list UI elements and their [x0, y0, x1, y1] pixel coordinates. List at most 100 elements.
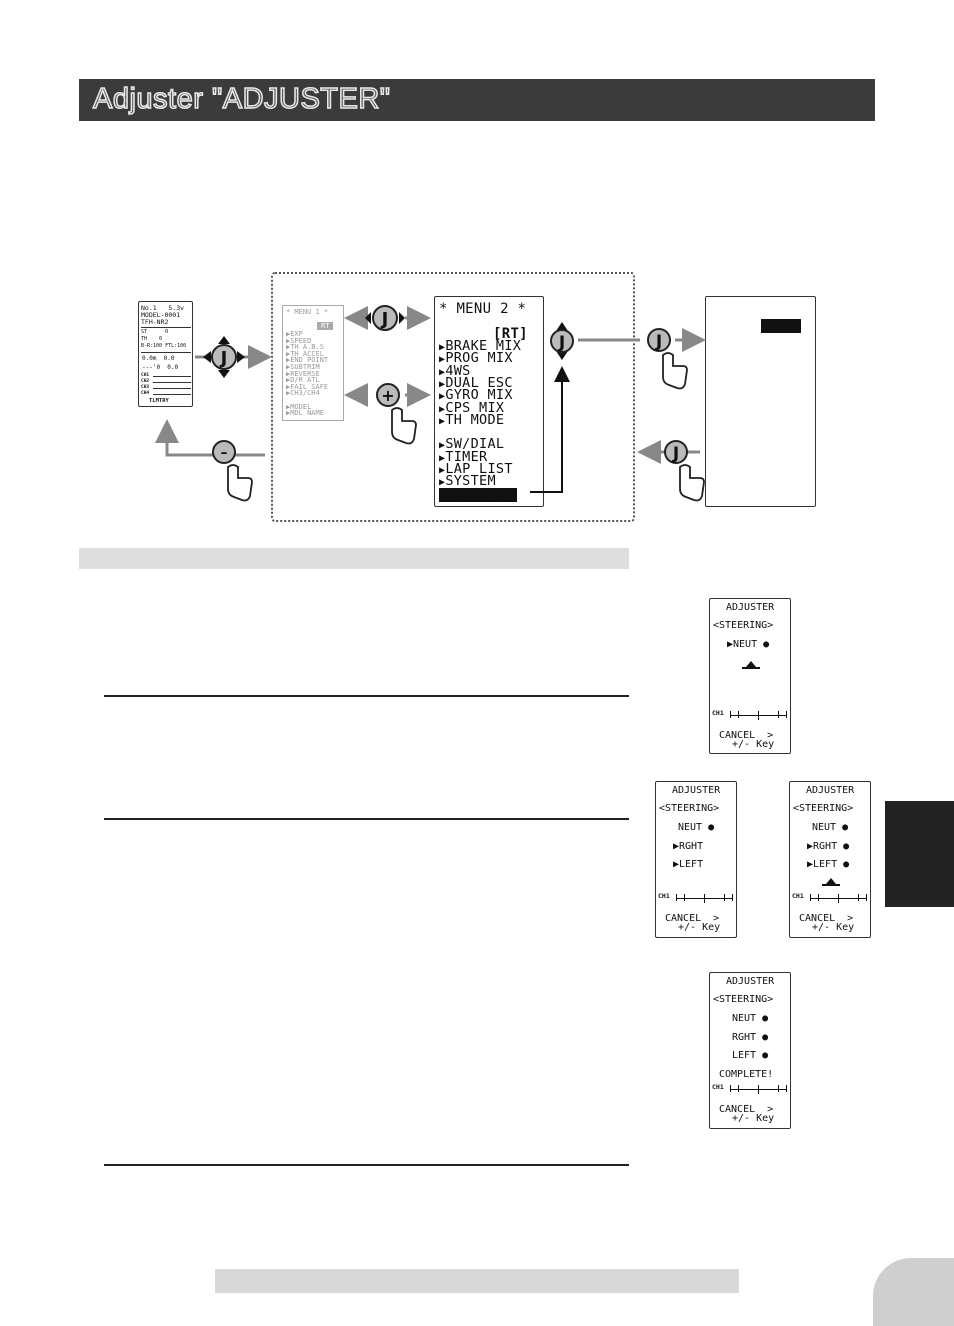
- channel-label: CH1: [792, 892, 804, 900]
- menu2-item[interactable]: ▶LAP LIST: [439, 461, 513, 477]
- adjuster-start-screen: [705, 296, 816, 507]
- page-number-tab: [873, 1258, 954, 1326]
- jog-label: J: [655, 332, 662, 352]
- menu1-item[interactable]: ▶TH ACCEL: [286, 349, 324, 358]
- triangle-icon: ▶: [439, 378, 446, 390]
- menu1-item[interactable]: ▶FAIL SAFE: [286, 382, 329, 391]
- screen-row: NEUT ●: [732, 1013, 769, 1024]
- menu1-item[interactable]: ▶TH A.B.S: [286, 343, 324, 352]
- jog-label: J: [558, 333, 565, 353]
- triangle-icon: ▶: [439, 477, 446, 489]
- menu2-item[interactable]: ▶SYSTEM: [439, 473, 496, 490]
- screen-row: LEFT ●: [732, 1050, 769, 1061]
- menu2-item[interactable]: ▶TH MODE: [439, 411, 505, 428]
- home-line: MODEL-0001: [141, 311, 181, 319]
- triangle-icon: ▶: [439, 391, 446, 403]
- home-line: No.1 5.3v: [141, 304, 185, 312]
- flow-diagram: J J + – J J J: [155, 305, 706, 502]
- position-marker-icon: [746, 661, 756, 667]
- menu1-title: * MENU 1 *: [286, 308, 329, 316]
- hand-icon: [662, 352, 688, 390]
- title-bar: Adjuster "ADJUSTER": [79, 79, 875, 121]
- screen-row: NEUT ●: [678, 822, 715, 833]
- footer-strip: [215, 1269, 739, 1293]
- screen-title: ADJUSTER: [672, 785, 721, 796]
- menu1-item[interactable]: ▶SPEED: [286, 336, 312, 345]
- home-line: ---'0 0.0: [142, 364, 179, 371]
- menu2-item[interactable]: ▶TIMER: [439, 448, 488, 465]
- jog-button-icon: [550, 329, 574, 353]
- menu2-item[interactable]: ▶4WS: [439, 362, 471, 379]
- menu1-item[interactable]: ▶SUBTRIM: [286, 363, 320, 371]
- cancel-label: CANCEL >: [719, 730, 774, 741]
- menu2-item[interactable]: ▶CPS MIX: [439, 399, 505, 416]
- triangle-icon: ▶: [439, 440, 446, 452]
- triangle-icon: ▶: [439, 465, 446, 476]
- cancel-label: CANCEL >: [665, 913, 720, 924]
- screen-row: ▶LEFT ●: [807, 859, 850, 870]
- triangle-icon: ▶: [439, 366, 446, 378]
- key-label: +/- Key: [732, 1113, 775, 1124]
- menu1-item[interactable]: ▶REVERSE: [286, 369, 320, 378]
- plus-button-icon: [376, 383, 400, 407]
- home-line: TFH-NR2: [141, 318, 169, 326]
- home-screen: No.1 5.3v MODEL-0001 TFH-NR2 ST 0 TH 0 B…: [138, 301, 193, 407]
- menu2-screen: * MENU 2 * [RT] ▶BRAKE MIX▶PROG MIX▶4WS▶…: [434, 296, 544, 507]
- menu2-item[interactable]: ▶ADJUSTER: [439, 487, 517, 502]
- menu1-screen: * MENU 1 * RT ▶EXP▶SPEED▶TH A.B.S▶TH ACC…: [282, 305, 344, 421]
- triangle-icon: ▶: [286, 343, 291, 352]
- menu1-item[interactable]: ▶CH3/CH4: [286, 389, 320, 398]
- chapter-tab: [885, 801, 954, 907]
- hand-icon: [391, 407, 417, 445]
- menu2-item[interactable]: ▶DUAL ESC: [439, 374, 513, 391]
- triangle-icon: ▶: [439, 489, 446, 501]
- triangle-icon: ▶: [439, 452, 446, 464]
- triangle-icon: ▶: [286, 369, 291, 378]
- jog-button-icon: [372, 305, 398, 331]
- menu2-item[interactable]: ▶GYRO MIX: [439, 387, 513, 404]
- menu1-rt: RT: [317, 322, 334, 330]
- home-line: CH2: [141, 379, 150, 384]
- menu1-item[interactable]: ▶MDL NAME: [286, 409, 324, 418]
- key-label: +/- Key: [812, 922, 855, 933]
- adjuster-screen-set: ADJUSTER<STEERING>NEUT ●▶RGHT ●▶LEFT ●CH…: [789, 781, 871, 938]
- triangle-icon: ▶: [286, 389, 291, 398]
- triangle-icon: ▶: [286, 363, 291, 371]
- menu1-item[interactable]: ▶END POINT: [286, 356, 329, 365]
- triangle-icon: ▶: [286, 336, 291, 345]
- screen-title: ADJUSTER: [806, 785, 855, 796]
- screen-row: ▶LEFT: [673, 859, 704, 870]
- minus-button-icon: [212, 440, 236, 464]
- menu2-item[interactable]: ▶SW/DIAL: [439, 436, 505, 453]
- menu1-item[interactable]: ▶D/R ATL: [286, 376, 320, 385]
- menu1-item[interactable]: ▶EXP: [286, 330, 303, 338]
- key-label: +/- Key: [732, 739, 775, 750]
- triangle-icon: ▶: [286, 402, 291, 411]
- menu2-item[interactable]: ▶PROG MIX: [439, 350, 513, 367]
- hand-icon: [227, 464, 253, 502]
- menu2-rt: [RT]: [493, 326, 528, 342]
- menu1-item[interactable]: ▶MODEL: [286, 402, 312, 411]
- screen-row: ▶RGHT: [673, 840, 704, 852]
- triangle-icon: ▶: [286, 376, 291, 385]
- home-line: TLMTRY: [149, 398, 169, 404]
- hand-icon: [679, 464, 705, 502]
- complete-label: COMPLETE!: [719, 1068, 774, 1080]
- divider: [104, 818, 629, 820]
- screen-title: ADJUSTER: [726, 602, 775, 613]
- menu2-item[interactable]: ▶BRAKE MIX: [439, 338, 522, 354]
- screen-row: RGHT ●: [732, 1031, 769, 1043]
- screen-subtitle: <STEERING>: [713, 994, 774, 1005]
- home-line: ST 0: [141, 329, 169, 335]
- screen-row: ▶NEUT ●: [727, 639, 770, 650]
- channel-label: CH1: [712, 709, 724, 717]
- adjuster-screen-complete: ADJUSTER<STEERING>NEUT ●RGHT ●LEFT ●COMP…: [709, 972, 791, 1129]
- triangle-icon: ▶: [286, 409, 291, 418]
- channel-label: CH1: [658, 892, 670, 900]
- jog-label: J: [219, 348, 228, 369]
- home-line: B-R:100 FTL:100: [141, 343, 187, 349]
- triangle-icon: ▶: [439, 342, 446, 353]
- jog-cross-icon: [203, 336, 245, 378]
